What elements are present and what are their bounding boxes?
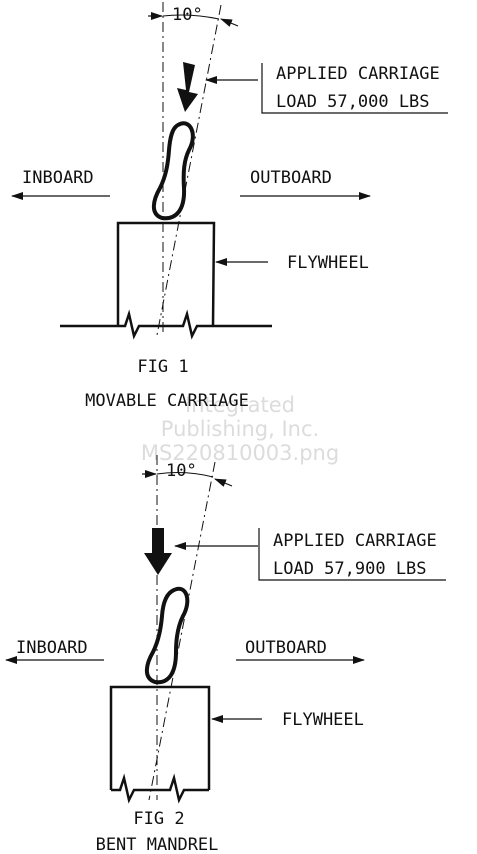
fig1-flywheel-label: FLYWHEEL xyxy=(287,253,369,273)
watermark: Integrated Publishing, Inc. MS220810003.… xyxy=(141,393,339,465)
fig2-load-label-line-1: APPLIED CARRIAGE xyxy=(273,531,437,551)
figure-2: 10° APPLIED CARRIAGE LOAD 57,900 LBS INB… xyxy=(5,455,446,854)
fig2-inboard-label: INBOARD xyxy=(16,638,88,658)
watermark-line-1: Integrated xyxy=(185,393,295,417)
fig2-caption-number: FIG 2 xyxy=(133,809,184,829)
fig2-load-label-line-2: LOAD 57,900 LBS xyxy=(273,559,427,579)
fig1-angle-arrow-right xyxy=(220,18,239,27)
fig2-load-arrow xyxy=(144,528,172,575)
fig1-tilted-axis-line xyxy=(156,4,222,336)
fig1-load-bracket xyxy=(261,63,448,114)
fig1-ground-line xyxy=(60,309,272,340)
fig2-angle-label: 10° xyxy=(166,461,197,481)
figure-1: 10° APPLIED CARRIAGE LOAD 57,000 LBS INB… xyxy=(11,2,448,411)
fig2-caption-title: BENT MANDREL xyxy=(96,835,219,854)
fig2-angle-arrow-right xyxy=(214,478,233,487)
fig1-load-label-line-2: LOAD 57,000 LBS xyxy=(276,92,430,112)
fig1-caption-number: FIG 1 xyxy=(137,357,188,377)
fig2-flywheel-block xyxy=(109,685,211,790)
fig2-load-bracket xyxy=(258,528,446,581)
fig1-caption-title: MOVABLE CARRIAGE xyxy=(85,391,249,411)
fig2-tilted-axis-line xyxy=(148,461,216,801)
fig1-loop-shape xyxy=(151,121,195,221)
fig2-loop-shape xyxy=(144,586,190,685)
fig1-load-arrow xyxy=(177,62,198,112)
fig2-outboard-label: OUTBOARD xyxy=(245,638,327,658)
fig2-flywheel-label: FLYWHEEL xyxy=(282,710,364,730)
watermark-line-2: Publishing, Inc. xyxy=(161,417,319,441)
fig1-angle-arc xyxy=(162,14,220,20)
watermark-line-3: MS220810003.png xyxy=(141,441,339,465)
fig1-inboard-label: INBOARD xyxy=(22,168,94,188)
fig2-ground-line xyxy=(111,773,209,804)
fig1-load-label-line-1: APPLIED CARRIAGE xyxy=(276,64,440,84)
fig2-angle-arc xyxy=(156,472,214,478)
fig1-angle-label: 10° xyxy=(172,5,203,25)
fig1-outboard-label: OUTBOARD xyxy=(250,168,332,188)
fig1-flywheel-block xyxy=(116,221,216,327)
